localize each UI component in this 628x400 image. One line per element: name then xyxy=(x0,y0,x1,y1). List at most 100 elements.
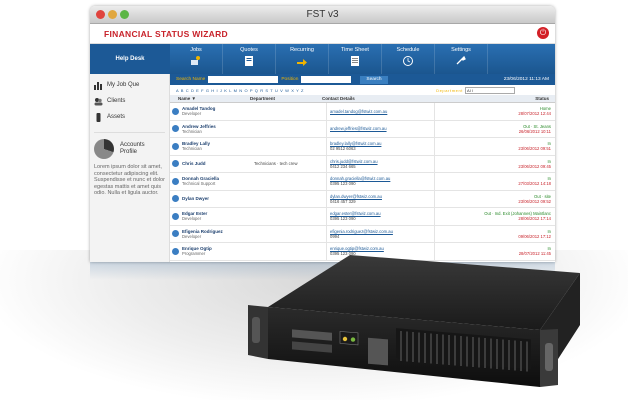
nav-quotes[interactable]: Quotes xyxy=(223,44,276,74)
staff-name[interactable]: Efigenia Rodriguez xyxy=(182,228,223,234)
nav-jobs[interactable]: Jobs xyxy=(170,44,223,74)
staff-role: Programmer xyxy=(182,251,206,257)
alphabet-letters[interactable]: A B C D E F G H I J K L M N O P Q R S T … xyxy=(176,87,305,93)
staff-email-link[interactable]: efigenia.rodriguez@fstwiz.com.au xyxy=(330,228,393,234)
sidebar-item-clients[interactable]: Clients xyxy=(94,96,165,106)
wrench-icon xyxy=(456,55,466,65)
staff-status-date: 23/06/2012 09:51 xyxy=(518,146,551,152)
nav-jobs-label: Jobs xyxy=(190,47,202,53)
staff-name[interactable]: Chris Judd xyxy=(182,161,206,167)
brand-bar: FINANCIAL STATUS WIZARD ⏻ xyxy=(90,24,555,44)
title-bar: FST v3 xyxy=(90,6,555,24)
user-avatar-icon xyxy=(172,107,179,115)
staff-email-link[interactable]: amadel.tandog@fstwiz.com.au xyxy=(330,108,388,114)
column-contact: Contact Details xyxy=(322,96,355,101)
sidebar-item-assets[interactable]: Assets xyxy=(94,112,165,122)
column-name[interactable]: Name ▼ xyxy=(178,96,196,101)
staff-email-link[interactable]: dylan.dwyer@fstwiz.com.au xyxy=(330,193,382,199)
search-name-input[interactable] xyxy=(208,76,279,83)
staff-name[interactable]: Edgar Ester xyxy=(182,211,208,217)
profile-label-line1: Accounts xyxy=(120,142,145,148)
staff-name[interactable]: Andrew Jeffries xyxy=(182,123,216,129)
power-icon[interactable]: ⏻ xyxy=(537,27,549,39)
staff-status: In xyxy=(547,176,552,182)
staff-name[interactable]: Amadel Tandog xyxy=(182,106,216,112)
nav-schedule[interactable]: Schedule xyxy=(382,44,435,74)
staff-status-date: 26/06/2012 10:11 xyxy=(518,128,551,134)
staff-phone: 0994 xyxy=(330,233,340,239)
staff-contact-cell: andrew.jeffries@fstwiz.com.au xyxy=(326,120,434,137)
staff-email-link[interactable]: andrew.jeffries@fstwiz.com.au xyxy=(330,126,387,132)
nav-settings[interactable]: Settings xyxy=(435,44,488,74)
sidebar-item-my-job-que[interactable]: My Job Que xyxy=(94,80,165,90)
department-filter-label: Department xyxy=(436,87,463,93)
sidebar-item-label: Clients xyxy=(107,98,126,104)
staff-name[interactable]: Donnah Graciella xyxy=(182,176,220,182)
staff-name[interactable]: Dylan Dwyer xyxy=(182,196,210,202)
help-desk-tab[interactable]: Help Desk xyxy=(90,44,170,74)
server-vents xyxy=(400,331,528,372)
window-title: FST v3 xyxy=(306,9,339,20)
department-select[interactable]: All xyxy=(465,86,515,94)
users-icon xyxy=(94,97,103,105)
main-nav: Jobs Quotes Recurring Time Sheet Schedul… xyxy=(170,44,555,74)
staff-status-date: 27/03/2012 14:18 xyxy=(518,181,551,187)
sidebar-item-label: My Job Que xyxy=(107,82,140,88)
clock-icon xyxy=(403,56,413,66)
current-datetime: 23/06/2012 11:13 AM xyxy=(503,77,549,82)
search-bar: Search Name Position Search 23/06/2012 1… xyxy=(170,74,555,85)
recurring-arrow-icon xyxy=(297,59,307,66)
staff-email-link[interactable]: donnah.graciella@fstwiz.com.au xyxy=(330,176,391,182)
search-name-label: Search Name xyxy=(176,77,206,82)
nav-time-sheet-label: Time Sheet xyxy=(341,47,369,53)
staff-email-link[interactable]: bradley.lally@fstwiz.com.au xyxy=(330,141,382,147)
maximize-window-button[interactable] xyxy=(120,10,129,19)
staff-name[interactable]: Enrique Ogtip xyxy=(182,246,212,252)
nav-schedule-label: Schedule xyxy=(396,47,420,53)
nav-time-sheet[interactable]: Time Sheet xyxy=(329,44,382,74)
user-avatar-icon xyxy=(172,142,179,150)
close-window-button[interactable] xyxy=(96,10,105,19)
pie-chart-icon xyxy=(94,139,114,159)
staff-status: In xyxy=(547,141,552,147)
staff-phone: 0416 457 329 xyxy=(330,198,356,204)
staff-name[interactable]: Bradley Lally xyxy=(182,141,211,147)
position-label: Position xyxy=(281,77,299,82)
staff-status: Home xyxy=(539,106,551,112)
accounts-profile-label: Accounts Profile xyxy=(120,142,145,156)
position-input[interactable] xyxy=(301,76,352,83)
nav-settings-label: Settings xyxy=(451,47,471,53)
accounts-profile[interactable]: Accounts Profile xyxy=(94,132,165,159)
staff-email-link[interactable]: edgar.ester@fstwiz.com.au xyxy=(330,211,381,217)
sidebar-description: Lorem ipsum dolor sit amet, consectetur … xyxy=(94,164,165,196)
staff-email-link[interactable]: enrique.ogtip@fstwiz.com.au xyxy=(330,246,384,252)
nav-recurring[interactable]: Recurring xyxy=(276,44,329,74)
minimize-window-button[interactable] xyxy=(108,10,117,19)
staff-email-link[interactable]: chris.judd@fstwiz.com.au xyxy=(330,158,378,164)
phone-icon xyxy=(96,112,101,122)
user-avatar-icon xyxy=(172,160,179,168)
search-button[interactable]: Search xyxy=(360,75,388,84)
staff-phone: 0395 123 090 xyxy=(330,216,356,222)
staff-phone: 0395 123 090 xyxy=(330,251,356,257)
staff-phone: 0395 123 090 xyxy=(330,181,356,187)
